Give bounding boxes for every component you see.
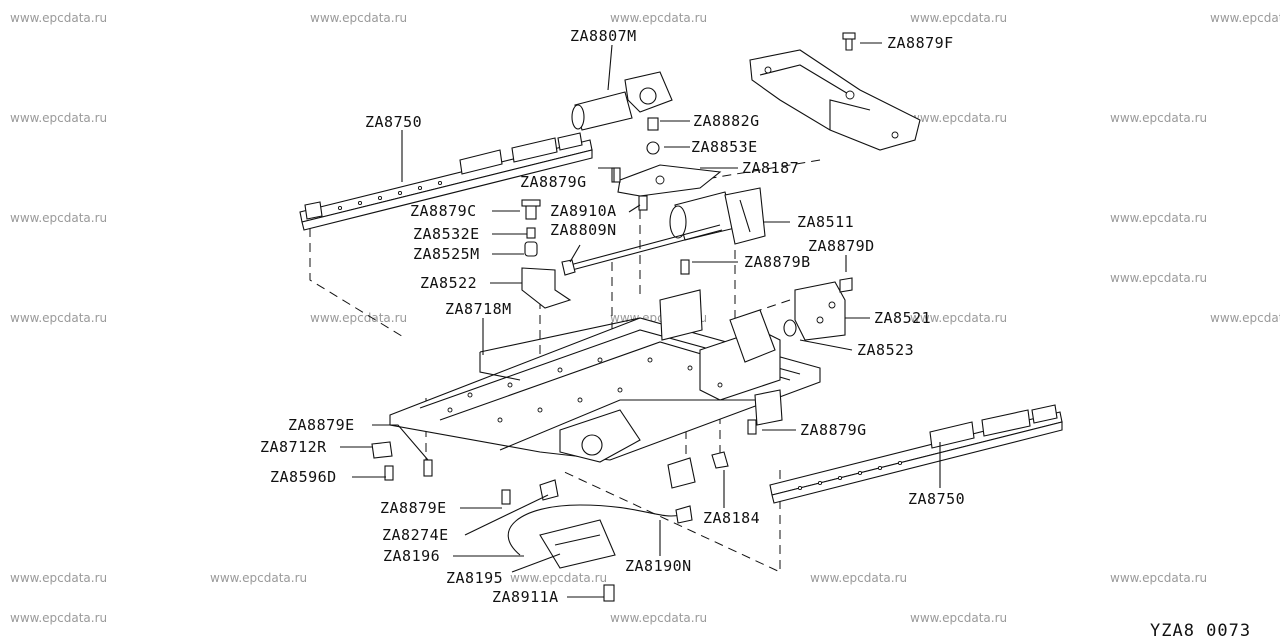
label-za8807m: ZA8807M	[570, 27, 637, 45]
screw-shaft-za8809n	[561, 224, 723, 276]
label-za8750-right: ZA8750	[908, 490, 965, 508]
label-za8532e: ZA8532E	[413, 225, 480, 243]
watermark: www.epcdata.ru	[1210, 11, 1280, 25]
label-za8712r: ZA8712R	[260, 438, 327, 456]
label-za8809n: ZA8809N	[550, 221, 617, 239]
label-za8879d: ZA8879D	[808, 237, 875, 255]
label-za8196: ZA8196	[383, 547, 440, 565]
plate-za8187	[617, 117, 722, 197]
watermark: www.epcdata.ru	[910, 611, 1007, 625]
watermark: www.epcdata.ru	[310, 11, 407, 25]
watermark: www.epcdata.ru	[1110, 111, 1207, 125]
diagram-code: YZA8 0073	[1150, 621, 1251, 640]
label-za8511: ZA8511	[797, 213, 854, 231]
watermark: www.epcdata.ru	[10, 311, 107, 325]
seat-rail-right	[769, 404, 1063, 504]
label-za8853e: ZA8853E	[691, 138, 758, 156]
label-za8879f: ZA8879F	[887, 34, 954, 52]
watermark: www.epcdata.ru	[910, 111, 1007, 125]
label-za8750-left: ZA8750	[365, 113, 422, 131]
label-za8521: ZA8521	[874, 309, 931, 327]
clip-za8712r	[371, 441, 393, 459]
label-za8187: ZA8187	[742, 159, 799, 177]
watermark: www.epcdata.ru	[910, 11, 1007, 25]
label-za8718m: ZA8718M	[445, 300, 512, 318]
watermark: www.epcdata.ru	[810, 571, 907, 585]
watermark: www.epcdata.ru	[10, 571, 107, 585]
label-za8879e-bottom: ZA8879E	[380, 499, 447, 517]
motor-za8807m	[571, 71, 673, 131]
watermark: www.epcdata.ru	[10, 11, 107, 25]
label-za8879b: ZA8879B	[744, 253, 811, 271]
watermark: www.epcdata.ru	[1110, 211, 1207, 225]
label-za8911a: ZA8911A	[492, 588, 559, 606]
label-za8910a: ZA8910A	[550, 202, 617, 220]
watermark: www.epcdata.ru	[1110, 271, 1207, 285]
leader-lines	[340, 42, 941, 598]
label-za8596d: ZA8596D	[270, 468, 337, 486]
watermark: www.epcdata.ru	[1110, 571, 1207, 585]
label-za8525m: ZA8525M	[413, 245, 480, 263]
label-za8522: ZA8522	[420, 274, 477, 292]
watermark: www.epcdata.ru	[510, 571, 607, 585]
label-za8190n: ZA8190N	[625, 557, 692, 575]
label-za8184: ZA8184	[703, 509, 760, 527]
watermark: www.epcdata.ru	[10, 611, 107, 625]
small-parts-left	[521, 199, 572, 309]
cable-lever-assembly	[507, 451, 729, 569]
seat-rail-left	[299, 132, 593, 231]
label-za8523: ZA8523	[857, 341, 914, 359]
watermark: www.epcdata.ru	[1210, 311, 1280, 325]
bracket-za8521	[783, 277, 853, 341]
watermark: www.epcdata.ru	[610, 611, 707, 625]
label-za8882g: ZA8882G	[693, 112, 760, 130]
watermark: www.epcdata.ru	[10, 211, 107, 225]
bracket-za8879f	[749, 32, 921, 151]
watermark: www.epcdata.ru	[10, 111, 107, 125]
watermark: www.epcdata.ru	[610, 11, 707, 25]
label-za8879c: ZA8879C	[410, 202, 477, 220]
label-za8879e-top: ZA8879E	[288, 416, 355, 434]
watermark: www.epcdata.ru	[210, 571, 307, 585]
watermark: www.epcdata.ru	[310, 311, 407, 325]
label-za8195: ZA8195	[446, 569, 503, 587]
label-za8879g-right: ZA8879G	[800, 421, 867, 439]
motor-za8511	[669, 187, 766, 245]
label-za8274e: ZA8274E	[382, 526, 449, 544]
bolts	[384, 167, 757, 602]
part-labels: ZA8807M ZA8879F ZA8750 ZA8882G ZA8853E Z…	[260, 27, 965, 606]
seat-frame	[389, 289, 821, 463]
label-za8879g-top: ZA8879G	[520, 173, 587, 191]
watermark: www.epcdata.ru	[910, 311, 1007, 325]
